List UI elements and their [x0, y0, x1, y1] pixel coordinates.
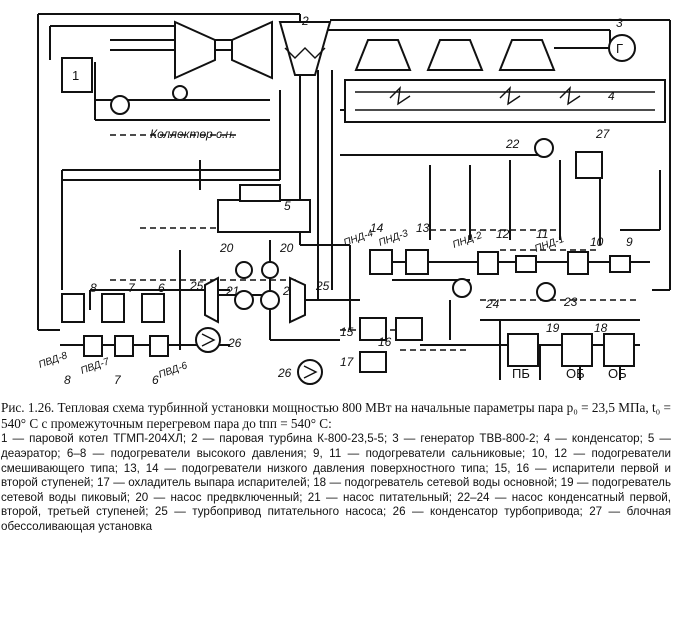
hp-heater-7-cooler: [114, 335, 134, 357]
boiler-label: 1: [72, 68, 79, 83]
gland-heater-9: [609, 255, 631, 273]
condenser-coil-2: [499, 86, 521, 106]
condensate-pump-24: [452, 278, 472, 298]
hp-heater-8: [61, 293, 85, 323]
condenser: [344, 79, 666, 123]
turbodrive-right: [289, 276, 306, 324]
lp-turbine-4: [498, 39, 556, 71]
lp-turbine-3: [426, 39, 484, 71]
reheater-coil: [284, 47, 326, 59]
heater-18-label-1: 18: [594, 321, 608, 335]
ip-turbine: [231, 20, 273, 80]
gland-heater-11: [515, 255, 537, 273]
lp-heater-14-number: 14: [370, 221, 384, 235]
boiler: [61, 57, 93, 93]
vapor-cooler-label: 17: [340, 355, 355, 369]
deaerator-column: [239, 184, 281, 202]
hp-heater-6: [141, 293, 165, 323]
caption-heading: Рис. 1.26. Тепловая схема турбинной уста…: [1, 400, 671, 432]
pb-label: ПБ: [512, 366, 530, 381]
pvd8-label: ПВД-8: [37, 350, 69, 371]
hp-heater-7-bottom-label: 7: [114, 373, 122, 387]
hp-heater-6-top-label: 6: [158, 281, 165, 295]
condenser-coil-1: [389, 86, 411, 106]
hp-heater-6-bottom-label: 6: [152, 373, 159, 387]
evaporator-15-label: 15: [340, 325, 354, 339]
turbodrive-condenser-left: [195, 327, 221, 353]
generator-symbol: Г: [616, 41, 623, 56]
deaerator: [217, 199, 311, 233]
turbodrive-condenser-label-right: 26: [277, 366, 292, 380]
mixing-heater-12: [477, 251, 499, 275]
pvd7-label: ПВД-7: [79, 356, 111, 377]
demineralization-unit: [575, 151, 603, 179]
deaerator-label: 5: [284, 199, 291, 213]
hp-heater-8-cooler: [83, 335, 103, 357]
hp-heater-7-top-label: 7: [128, 281, 136, 295]
figure-caption: Рис. 1.26. Тепловая схема турбинной уста…: [1, 400, 671, 535]
turbodrive-label-right: 25: [315, 279, 330, 293]
pipe-network: [37, 13, 671, 380]
evaporator-16-label: 16: [378, 335, 392, 349]
lp-heater-13-number: 13: [416, 221, 430, 235]
collector-valve-1: [110, 95, 130, 115]
turbodrive-left: [204, 276, 219, 324]
condensate-pump-22: [534, 138, 554, 158]
drain-lines: [110, 134, 640, 351]
collector-label: Коллектор с.н.: [150, 127, 235, 141]
lp-turbine-2: [354, 39, 412, 71]
hp-heater-8-bottom-label: 8: [64, 373, 71, 387]
demineralization-label: 27: [595, 127, 611, 141]
ob-label-1: ОБ: [566, 366, 585, 381]
feed-pump-right: [260, 290, 280, 310]
base-network-heater-1: [561, 333, 593, 367]
pvd6-label: ПВД-6: [157, 360, 189, 381]
peak-network-heater: [507, 333, 539, 367]
coil-left: [201, 333, 216, 347]
turbine-label: 2: [301, 14, 309, 28]
heater-11-label: 11: [536, 227, 548, 241]
caption-legend: 1 — паровой котел ТГМП-204ХЛ; 2 — парова…: [1, 432, 671, 533]
feed-pump-label-left: 21: [225, 284, 239, 298]
condensate-pump-23: [536, 282, 556, 302]
turbodrive-condenser-right: [297, 359, 323, 385]
booster-pump-label-left: 20: [219, 241, 234, 255]
lp-heater-13: [405, 249, 429, 275]
collector-valve-2: [172, 85, 188, 101]
evaporator-16: [395, 317, 423, 341]
feed-pump-left: [234, 290, 254, 310]
booster-pump-right: [261, 261, 279, 279]
vapor-cooler-17: [359, 351, 387, 373]
pnd2-label: ПНД-2: [451, 230, 484, 251]
booster-pump-left: [235, 261, 253, 279]
hp-heater-8-top-label: 8: [90, 281, 97, 295]
coil-right: [303, 365, 318, 379]
thermal-scheme-diagram: 1 2 Г 3 4 22 27 Коллектор с.н. 5 20 20 2…: [37, 13, 671, 387]
heater-12-label: 12: [496, 227, 510, 241]
heater-9-label: 9: [626, 235, 633, 249]
generator-number: 3: [616, 16, 623, 30]
condenser-coil-3: [559, 86, 581, 106]
pump-24-label: 24: [485, 297, 500, 311]
hp-heater-6-cooler: [149, 335, 169, 357]
lp-heater-14: [369, 249, 393, 275]
pnd4-label: ПНД-4: [342, 228, 375, 249]
booster-pump-label-right: 20: [279, 241, 294, 255]
ob-label-2: ОБ: [608, 366, 627, 381]
turbodrive-label-left: 25: [189, 279, 204, 293]
pump-23-label: 23: [563, 295, 578, 309]
heater-10-label: 10: [590, 235, 604, 249]
hp-heater-7: [101, 293, 125, 323]
mixing-heater-10: [567, 251, 589, 275]
pump-22-label: 22: [505, 137, 520, 151]
hp-turbine: [174, 20, 216, 80]
turbodrive-condenser-label-left: 26: [227, 336, 242, 350]
heater-19-label: 19: [546, 321, 560, 335]
condenser-label: 4: [608, 89, 615, 103]
base-network-heater-2: [603, 333, 635, 367]
evaporator-15: [359, 317, 387, 341]
